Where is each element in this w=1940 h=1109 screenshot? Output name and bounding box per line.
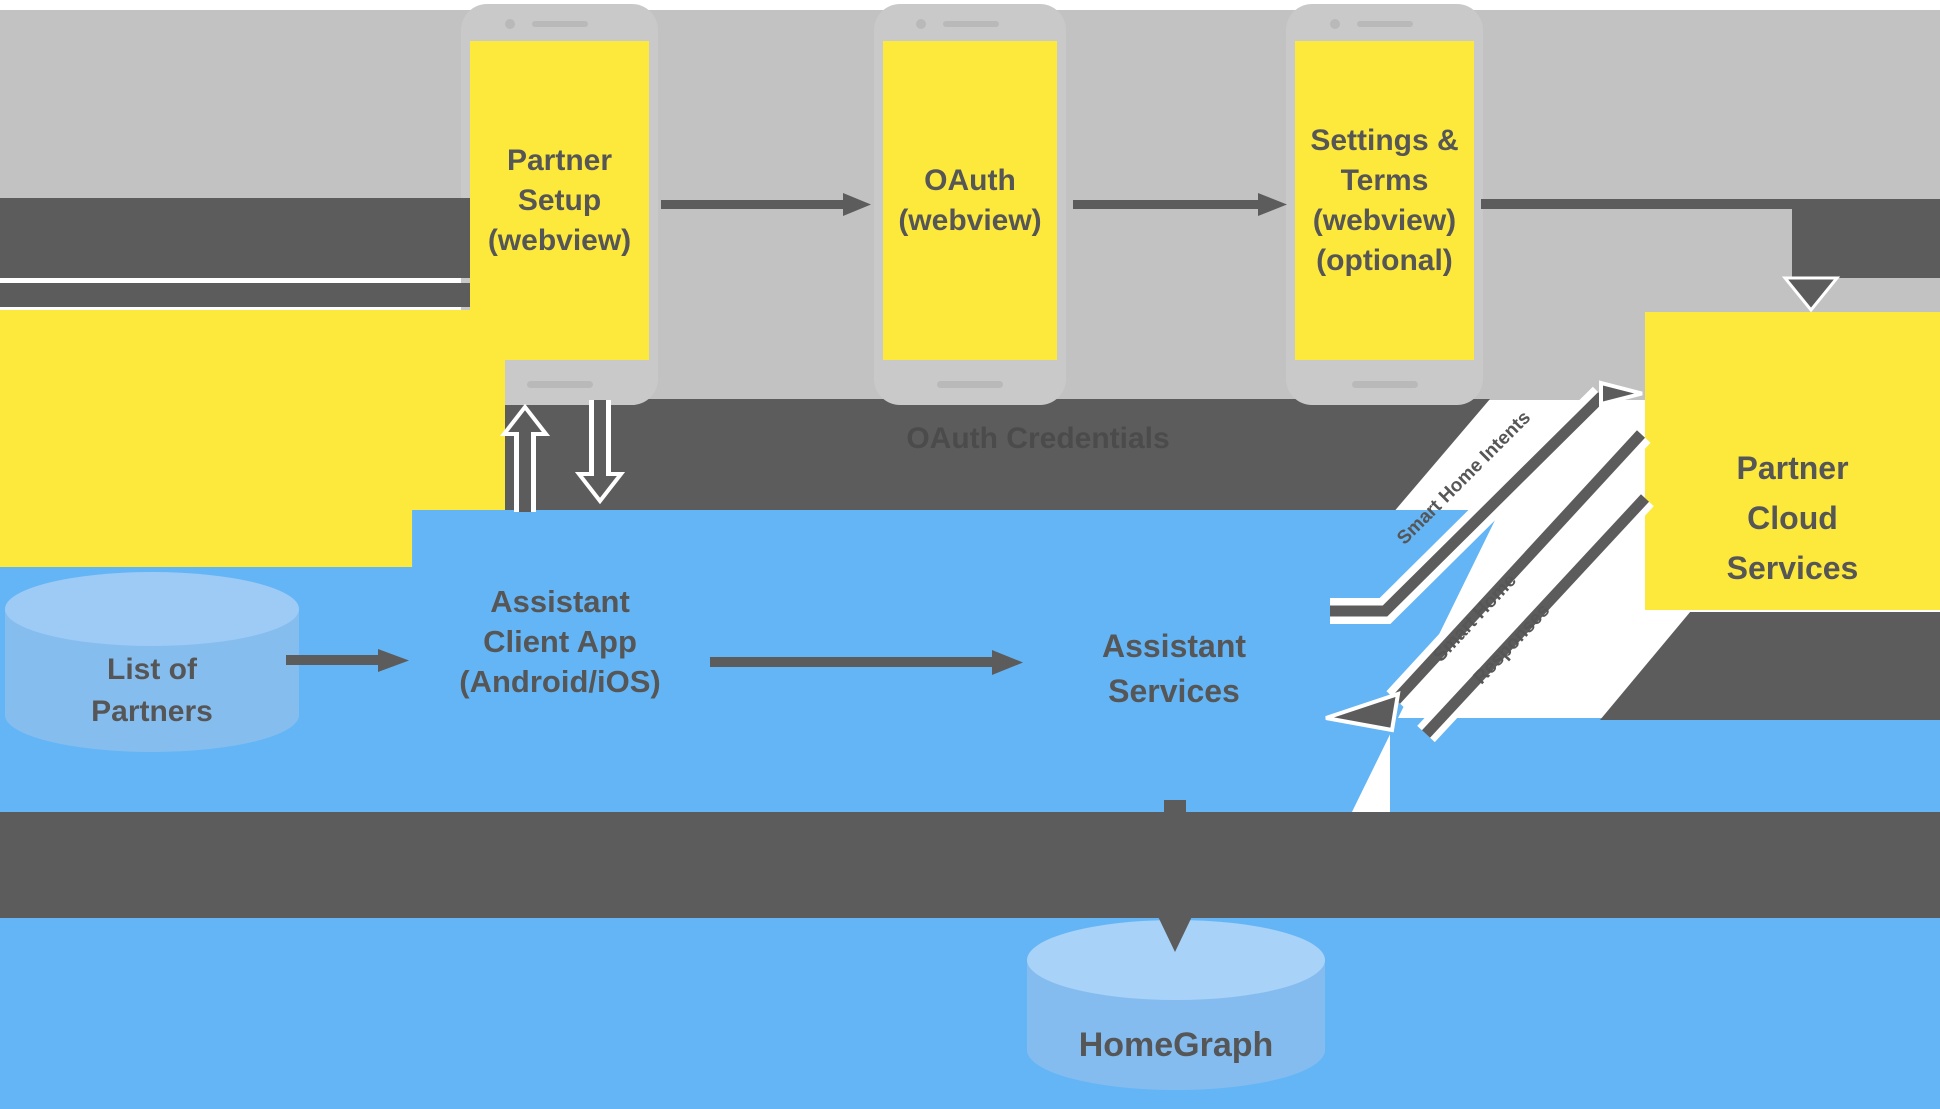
oauth-credentials-label: OAuth Credentials bbox=[906, 422, 1170, 455]
box-label-line: Services bbox=[1726, 550, 1859, 586]
assistant-services-label: Assistant Services bbox=[1024, 624, 1324, 714]
arrow-list-to-client-app bbox=[286, 649, 409, 672]
box-label-line: Partner bbox=[1736, 450, 1849, 486]
box-label-line: Assistant bbox=[490, 584, 630, 619]
webview-label-line: Partner bbox=[506, 143, 613, 177]
arrow-settings-to-partner-cloud bbox=[1481, 199, 1940, 313]
phone-speaker-icon bbox=[1357, 21, 1413, 27]
phone-camera-icon bbox=[1330, 19, 1340, 29]
partner-surface-left-lower bbox=[0, 510, 412, 568]
webview-label-line: Settings & bbox=[1310, 123, 1459, 157]
arrow-webviews-to-client-app-down bbox=[574, 400, 626, 505]
webview-label-line: (webview) bbox=[487, 223, 632, 257]
phone-home-button-icon bbox=[937, 381, 1003, 388]
box-label-line: Cloud bbox=[1747, 500, 1838, 536]
phone-speaker-icon bbox=[532, 21, 588, 27]
oauth-webview: OAuth (webview) bbox=[883, 41, 1057, 360]
cylinder-bottom bbox=[1027, 1010, 1325, 1090]
webview-label-line: (webview) bbox=[898, 203, 1042, 237]
partner-cloud-services-box: Partner Cloud Services bbox=[1645, 312, 1940, 610]
box-label-line: (Android/iOS) bbox=[459, 664, 661, 699]
webview-label-line: (optional) bbox=[1316, 243, 1453, 277]
list-of-partners-label: List of Partners bbox=[2, 649, 302, 733]
datastore-label-line: Partners bbox=[91, 695, 213, 728]
homegraph-label: HomeGraph bbox=[1078, 1026, 1274, 1064]
webview-label-line: OAuth bbox=[924, 163, 1016, 197]
datastore-label-line: List of bbox=[107, 653, 197, 686]
cylinder-top bbox=[5, 572, 299, 646]
bottom-blue-band bbox=[0, 918, 1940, 1109]
phone-camera-icon bbox=[916, 19, 926, 29]
phone-camera-icon bbox=[505, 19, 515, 29]
bottom-dark-band bbox=[0, 812, 1940, 918]
oauth-credentials-band bbox=[505, 399, 1490, 510]
settings-terms-webview: Settings & Terms (webview) (optional) bbox=[1295, 41, 1474, 360]
partner-surface-left bbox=[0, 310, 505, 510]
phone-speaker-icon bbox=[943, 21, 999, 27]
arrow-services-to-partner-cloud bbox=[1330, 380, 1643, 624]
diagonal-connector-line bbox=[1417, 489, 1654, 743]
box-label-line: Services bbox=[1108, 673, 1240, 709]
assistant-client-app-label: Assistant Client App (Android/iOS) bbox=[380, 582, 740, 702]
cylinder-bottom bbox=[5, 678, 299, 752]
box-label-line: Assistant bbox=[1101, 628, 1247, 664]
left-flow-band-lower bbox=[0, 283, 470, 307]
webview-label-line: Terms bbox=[1340, 163, 1429, 197]
webview-label-line: Setup bbox=[517, 183, 602, 217]
webview-label-line: (webview) bbox=[1312, 203, 1457, 237]
phone-home-button-icon bbox=[527, 381, 593, 388]
phone-home-button-icon bbox=[1352, 381, 1418, 388]
arrow-partner-setup-to-oauth bbox=[661, 193, 871, 216]
arrow-client-app-to-services bbox=[710, 650, 1023, 675]
arrow-oauth-to-settings bbox=[1073, 193, 1287, 216]
blue-band-right bbox=[1390, 718, 1940, 812]
left-flow-band-upper bbox=[0, 198, 470, 278]
arrow-client-app-to-webviews-up bbox=[499, 403, 551, 512]
partner-setup-webview: Partner Setup (webview) bbox=[470, 41, 649, 360]
box-label-line: Client App bbox=[483, 624, 637, 659]
arrow-partner-cloud-to-services bbox=[1325, 425, 1651, 733]
arrow-services-to-homegraph bbox=[1152, 800, 1198, 952]
